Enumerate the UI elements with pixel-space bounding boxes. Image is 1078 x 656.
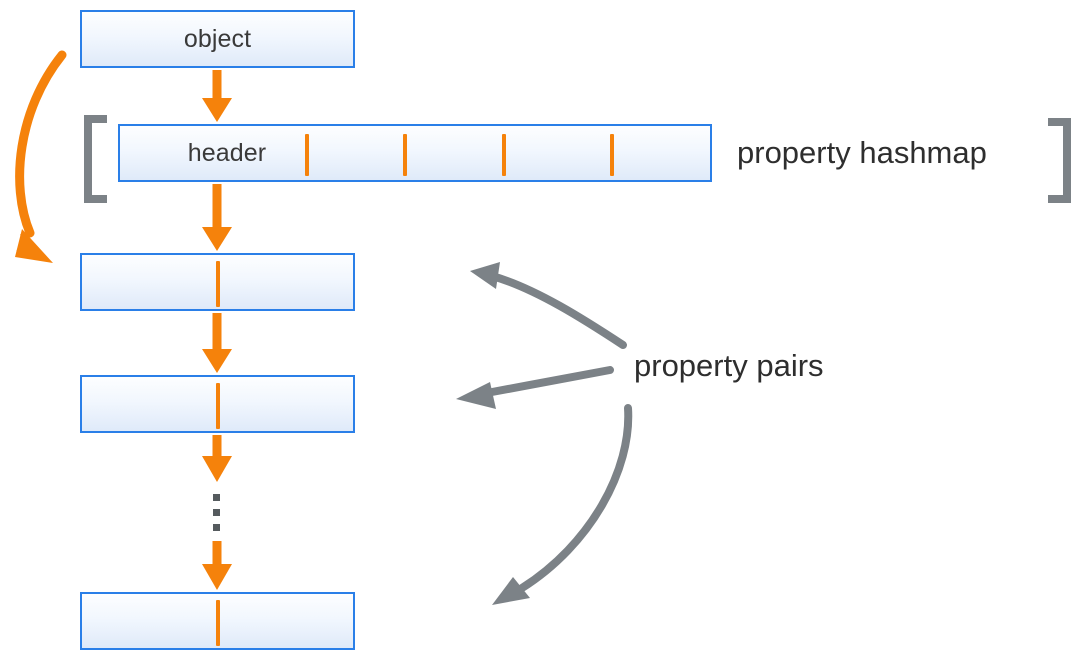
left-bracket-icon (84, 115, 107, 203)
arrow-object-to-first-pair-curve-icon (15, 50, 67, 263)
object-box: object (80, 10, 355, 68)
arrow-header-to-pair1-icon (202, 184, 232, 251)
property-pair-box-1 (80, 253, 355, 311)
pair-divider-1 (216, 261, 220, 307)
ellipsis-dots-icon (213, 494, 220, 531)
arrow-object-to-header-icon (202, 70, 232, 122)
property-pair-box-last (80, 592, 355, 650)
property-pairs-label: property pairs (634, 348, 824, 383)
arrow-pairs-top-icon (470, 262, 627, 349)
arrow-pairs-middle-icon (456, 366, 614, 409)
hashmap-slot-tick-1 (305, 134, 309, 176)
arrow-pairs-bottom-icon (492, 404, 633, 605)
property-pair-box-2 (80, 375, 355, 433)
header-box-label: header (187, 138, 267, 167)
arrow-pair2-to-ellipsis-icon (202, 435, 232, 482)
hashmap-slot-tick-2 (403, 134, 407, 176)
hashmap-slot-tick-4 (610, 134, 614, 176)
right-bracket-icon (1048, 118, 1071, 203)
header-box: header (118, 124, 712, 182)
pair-divider-last (216, 600, 220, 646)
object-box-label: object (183, 24, 252, 53)
arrow-pair1-to-pair2-icon (202, 313, 232, 373)
arrow-ellipsis-to-pairlast-icon (202, 541, 232, 590)
property-hashmap-label: property hashmap (737, 135, 987, 170)
hashmap-slot-tick-3 (502, 134, 506, 176)
pair-divider-2 (216, 383, 220, 429)
